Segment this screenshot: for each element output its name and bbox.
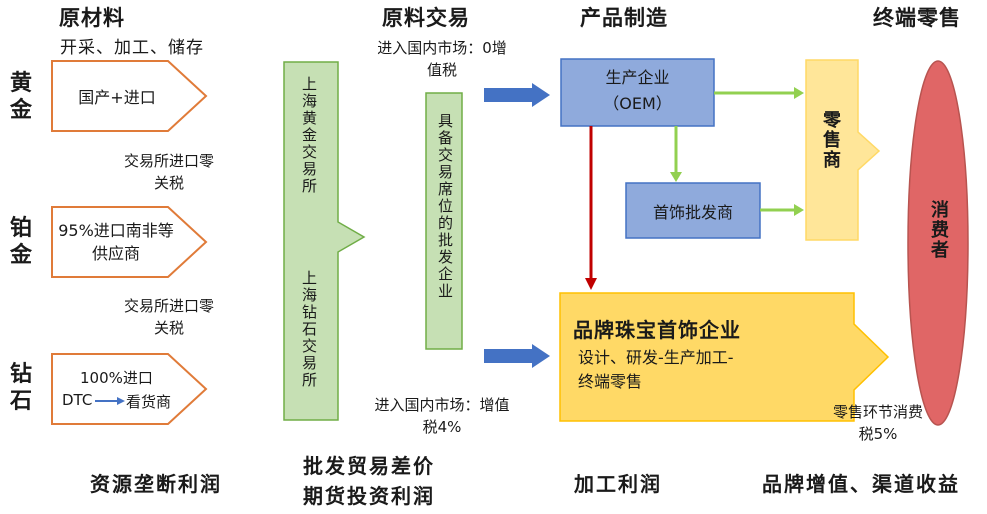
shanghai-diamond-exchange: 上海钻石交易所 [300,270,318,389]
import-tax-note-2: 交易所进口零关税 [123,297,214,337]
diamond-source-shape [51,353,208,425]
header-raw-materials-sub: 开采、加工、储存 [60,38,204,58]
footer-brand-channel: 品牌增值、渠道收益 [762,472,960,496]
wholesale-enterprise: 具备交易席位的批发企业 [436,113,454,300]
material-platinum-label: 铂金 [9,216,32,268]
arrow-oem-to-brand [585,278,597,290]
brand-jewelry-desc: 设计、研发-生产加工-终端零售 [578,348,734,391]
footer-processing-profit: 加工利润 [574,472,662,496]
oem-subtitle: （OEM） [603,94,672,113]
vat-note-four: 进入国内市场：增值税4% [374,396,510,436]
exchange-block-shape [283,61,366,421]
wholesale-block-shape [425,92,463,350]
arrow-oem-to-retailer [794,87,804,99]
oem-box-shape [560,58,715,127]
arrow-oem-to-wholesaler [670,172,682,182]
oem-title: 生产企业 [605,68,670,87]
diamond-source-line1: 100%进口 [80,369,153,387]
wholesaler-box-shape [625,182,761,239]
arrow-wholesaler-to-retailer [794,204,804,216]
shanghai-gold-exchange: 上海黄金交易所 [300,76,318,195]
dtc-arrow [117,397,125,405]
material-diamond-label: 钻石 [9,362,32,414]
consumer-ellipse [907,60,969,426]
footer-wholesale-spread: 批发贸易差价 [303,454,435,478]
retailer-shape [805,59,881,241]
consumption-tax-note: 零售环节消费税5% [832,403,923,443]
diamond-sightholder-label: 看货商 [126,393,172,411]
consumer-label: 消费者 [928,200,949,260]
vat-note-zero: 进入国内市场：0增值税 [377,39,507,79]
gold-source-text: 国产+进口 [78,88,156,107]
material-gold-label: 黄金 [9,71,32,123]
retailer-label: 零售商 [820,110,841,170]
header-raw-trade: 原料交易 [382,6,470,30]
footer-futures-profit: 期货投资利润 [303,484,435,508]
header-retail: 终端零售 [873,6,961,30]
header-raw-materials: 原材料 [59,6,125,30]
diamond-dtc-label: DTC [62,391,93,409]
header-manufacture: 产品制造 [580,6,668,30]
oem-box: 生产企业 （OEM） [561,65,714,117]
arrow-to-brand [484,344,550,368]
platinum-source-text: 95%进口南非等供应商 [58,221,174,263]
jewelry-wholesaler: 首饰批发商 [652,202,733,222]
footer-resource-profit: 资源垄断利润 [90,472,222,496]
arrow-to-oem [484,83,550,107]
brand-block-shape [559,292,890,422]
platinum-source-shape [51,206,208,278]
brand-jewelry-title: 品牌珠宝首饰企业 [573,318,741,342]
import-tax-note-1: 交易所进口零关税 [123,152,214,192]
gold-source-shape [51,60,208,132]
